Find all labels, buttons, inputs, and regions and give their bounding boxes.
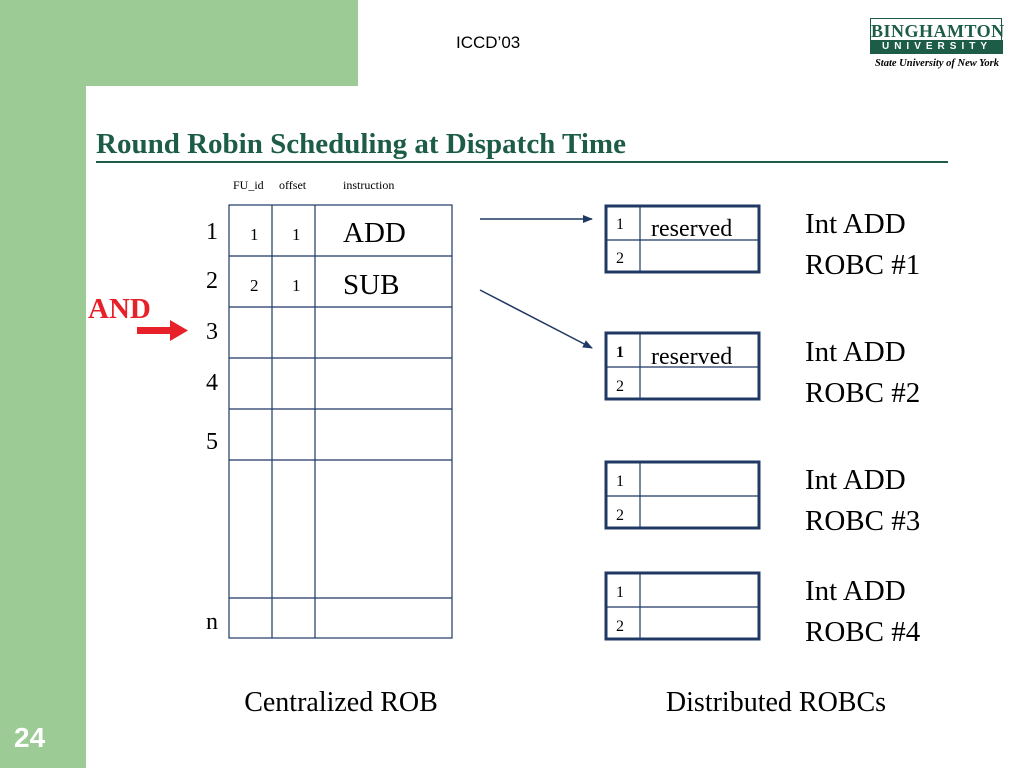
dispatch-arrow-to-robc-2	[479, 289, 593, 349]
robc-slot-index: 1	[616, 344, 624, 361]
robc-slot-index: 2	[616, 507, 624, 524]
robc-box: 1 reserved 2	[604, 331, 761, 401]
robc-label-name: ROBC #4	[805, 616, 921, 648]
slide-accent-side	[0, 0, 86, 768]
rob-row-label: 5	[206, 429, 218, 455]
robc-label-name: ROBC #1	[805, 249, 920, 281]
incoming-arrow-icon	[137, 320, 188, 341]
rob-caption: Centralized ROB	[244, 687, 438, 718]
robc-slot-index: 2	[616, 618, 624, 635]
rob-cell-fu-id: 2	[250, 276, 259, 295]
incoming-instruction-label: AND	[88, 293, 151, 325]
rob-cell-offset: 1	[292, 225, 301, 244]
rob-row-label: 4	[206, 370, 218, 396]
robc-slot-value: reserved	[651, 216, 732, 242]
robc-slot-value: reserved	[651, 344, 732, 370]
robc-box: 1 2	[604, 571, 761, 641]
title-underline	[96, 161, 948, 163]
rob-row-label: 3	[206, 319, 218, 345]
robc-box: 1 2	[604, 460, 761, 530]
rob-table	[228, 204, 453, 639]
rob-cell-offset: 1	[292, 276, 301, 295]
rob-row-label: 2	[206, 268, 218, 294]
logo-university: UNIVERSITY	[871, 40, 1003, 54]
logo-frame: BINGHAMTON UNIVERSITY	[870, 18, 1005, 54]
rob-cell-fu-id: 1	[250, 225, 259, 244]
robc-label-type: Int ADD	[805, 336, 906, 368]
rob-cell-instruction: SUB	[343, 269, 399, 301]
rob-row-label: 1	[206, 219, 218, 245]
logo-name: BINGHAMTON	[871, 21, 1005, 41]
robc-slot-index: 1	[616, 473, 624, 490]
rob-header-offset: offset	[279, 178, 307, 192]
robc-label-type: Int ADD	[805, 208, 906, 240]
rob-row-label: n	[206, 609, 218, 635]
robc-label-name: ROBC #3	[805, 505, 920, 537]
rob-header-fu-id: FU_id	[233, 178, 264, 192]
university-logo: BINGHAMTON UNIVERSITY State University o…	[870, 18, 1004, 74]
robc-slot-index: 1	[616, 584, 624, 601]
robc-box: 1 reserved 2	[604, 204, 761, 274]
slide-title: Round Robin Scheduling at Dispatch Time	[96, 128, 626, 160]
robc-label-type: Int ADD	[805, 575, 906, 607]
rob-cell-instruction: ADD	[343, 217, 406, 249]
robc-slot-index: 2	[616, 378, 624, 395]
slide-number: 24	[14, 722, 46, 753]
robc-slot-index: 2	[616, 250, 624, 267]
robc-label-type: Int ADD	[805, 464, 906, 496]
slide-content-panel	[86, 86, 1024, 768]
robc-label-name: ROBC #2	[805, 377, 920, 409]
robcs-caption: Distributed ROBCs	[666, 687, 886, 718]
rob-header-instruction: instruction	[343, 178, 394, 192]
logo-subtitle: State University of New York	[874, 58, 1000, 69]
conference-label: ICCD’03	[456, 33, 521, 52]
robc-slot-index: 1	[616, 216, 624, 233]
